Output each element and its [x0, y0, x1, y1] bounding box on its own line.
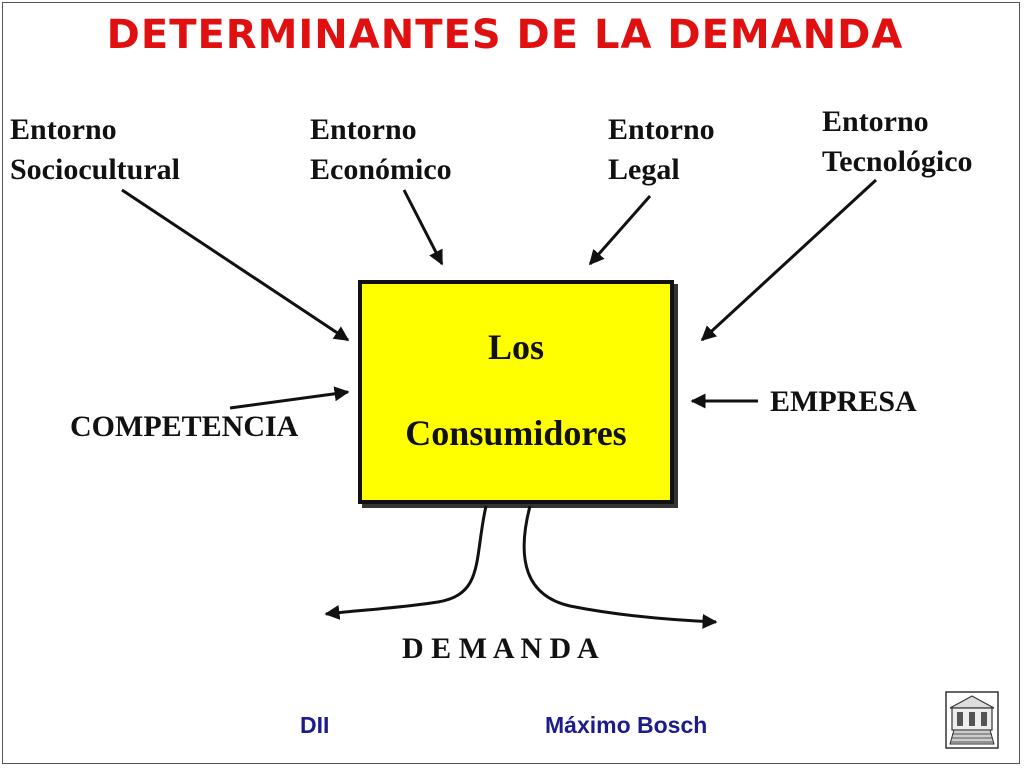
label-demanda: D E M A N D A: [402, 632, 599, 665]
arrow-legal: [588, 195, 652, 266]
arrow-sociocultural: [121, 188, 350, 342]
footer-right: Máximo Bosch: [545, 712, 708, 738]
consumers-line1: Los: [487, 327, 545, 367]
label-entorno-legal: Entorno Legal: [608, 110, 715, 190]
label-entorno-economico: Entorno Económico: [310, 110, 452, 190]
env-line1: Entorno: [608, 113, 715, 146]
env-line2: Económico: [310, 153, 452, 186]
footer-left: DII: [300, 712, 330, 738]
consumers-line2: Consumidores: [405, 413, 627, 453]
building-logo-icon: [944, 690, 1000, 750]
label-entorno-tecnologico: Entorno Tecnológico: [822, 102, 973, 182]
env-line2: Sociocultural: [10, 153, 180, 186]
label-competencia: COMPETENCIA: [70, 410, 299, 443]
arrow-economico: [402, 189, 444, 266]
env-line2: Legal: [608, 153, 680, 186]
arrow-competencia: [229, 386, 350, 410]
slide-title: DETERMINANTES DE LA DEMANDA: [106, 12, 904, 58]
label-entorno-sociocultural: Entorno Sociocultural: [10, 110, 180, 190]
env-line2: Tecnológico: [822, 145, 973, 178]
arrow-demanda-right: [522, 505, 718, 629]
env-line1: Entorno: [10, 113, 117, 146]
label-empresa: EMPRESA: [770, 385, 917, 418]
env-line1: Entorno: [310, 113, 417, 146]
env-line1: Entorno: [822, 105, 929, 138]
arrow-demanda-left: [324, 505, 488, 620]
arrow-tecnologico: [700, 178, 878, 342]
consumers-box: Los Consumidores: [358, 280, 674, 504]
